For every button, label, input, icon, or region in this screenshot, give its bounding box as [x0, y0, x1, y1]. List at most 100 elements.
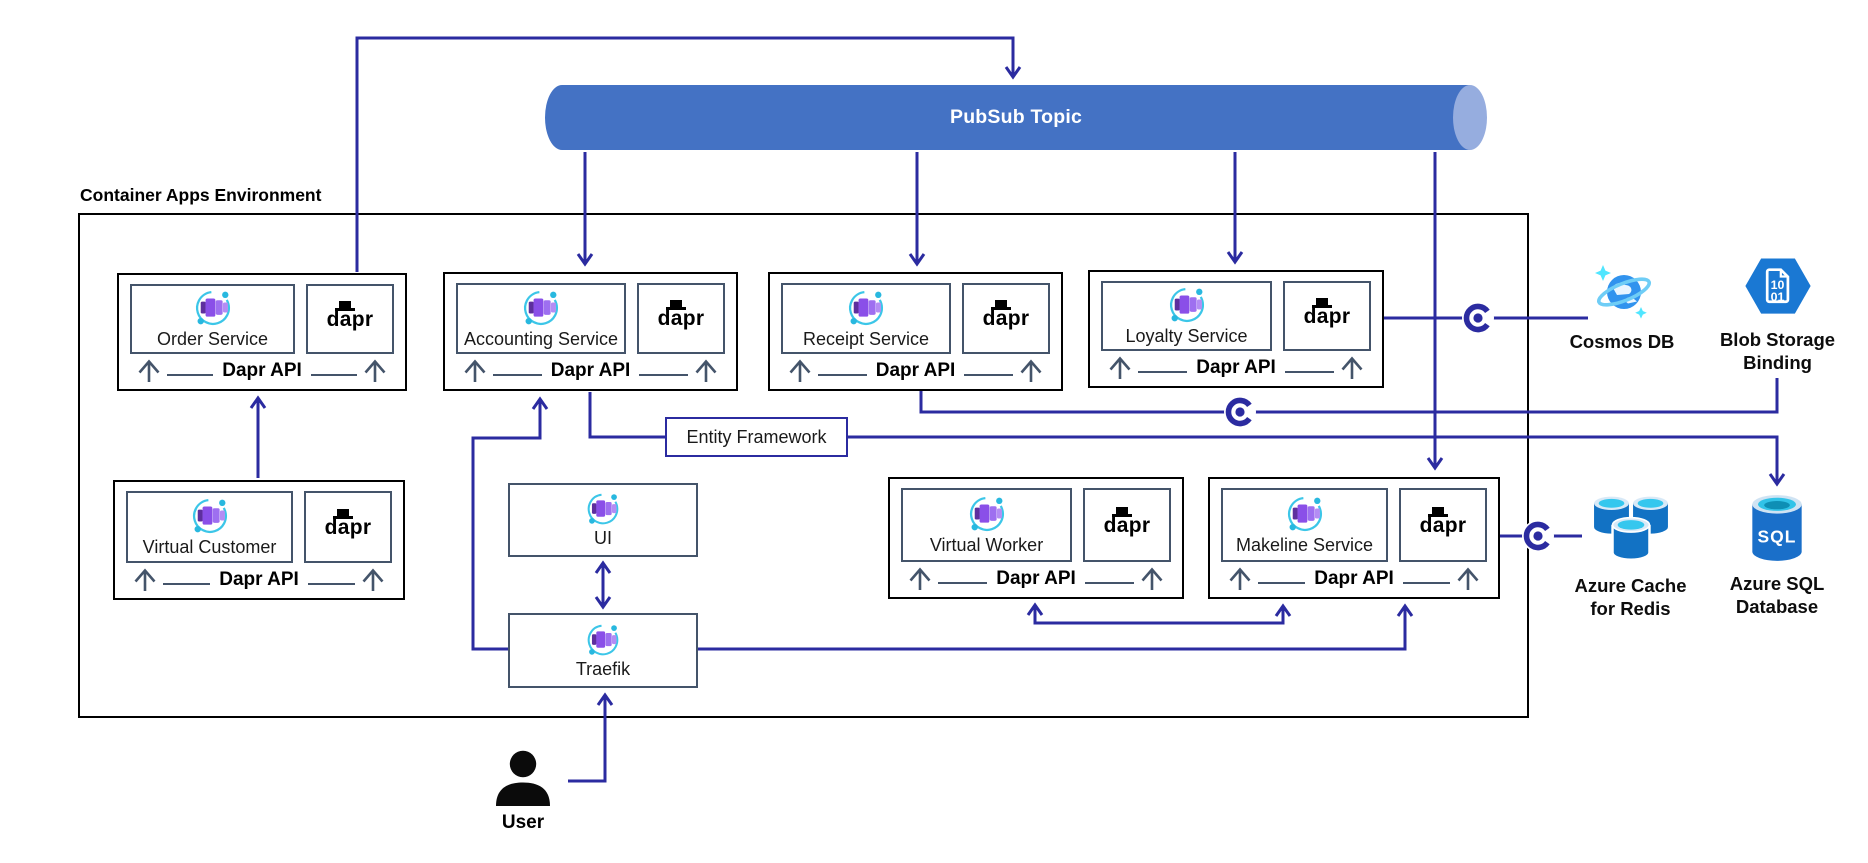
service-box-traefik: Traefik [508, 613, 698, 688]
service-box-order-service: Order Service dapr Dapr API [117, 273, 407, 391]
entity-framework-label: Entity Framework [686, 426, 827, 447]
container-box: Accounting Service [456, 283, 626, 354]
blob-storage-binding: 10 01 Blob Storage Binding [1705, 250, 1850, 374]
container-apps-icon [967, 494, 1007, 534]
container-box: Makeline Service [1221, 488, 1388, 562]
pubsub-topic-cylinder: PubSub Topic [545, 85, 1487, 150]
dapr-logo: dapr [1104, 506, 1151, 536]
up-arrow-icon [132, 567, 158, 592]
wire-accounting-ef-to-sql [588, 392, 1786, 487]
service-box-ui: UI [508, 483, 698, 557]
dapr-logo: dapr [327, 300, 374, 330]
wire-virtualworker-makeline [1026, 602, 1292, 625]
dapr-api-label: Dapr API [550, 360, 631, 381]
dapr-hat-icon [1111, 506, 1132, 517]
service-name: Traefik [575, 658, 631, 679]
cosmos-db-label: Cosmos DB [1569, 331, 1675, 352]
dapr-api-row: Dapr API [130, 354, 394, 386]
dapr-hat-icon [1311, 297, 1332, 308]
dapr-hat-icon [665, 300, 686, 310]
service-box-virtual-customer: Virtual Customer dapr Dapr API [113, 480, 405, 600]
service-name: Order Service [156, 329, 269, 349]
dapr-sidecar-box: dapr [1283, 281, 1371, 351]
dapr-sidecar-box: dapr [306, 284, 394, 354]
service-name: Receipt Service [802, 328, 930, 349]
up-arrow-icon [787, 358, 813, 383]
service-name: Makeline Service [1235, 535, 1374, 555]
up-arrow-icon [362, 358, 388, 383]
dapr-hat-icon [1427, 506, 1448, 517]
service-name: Loyalty Service [1125, 326, 1248, 346]
container-box: Virtual Customer [126, 491, 293, 563]
container-apps-icon [846, 288, 886, 328]
container-box: Order Service [130, 284, 295, 354]
dapr-api-label: Dapr API [996, 568, 1076, 589]
dapr-logo: dapr [325, 508, 372, 538]
up-arrow-icon [360, 567, 386, 592]
svg-text:10: 10 [1770, 278, 1784, 292]
dapr-api-label: Dapr API [1196, 357, 1276, 378]
container-box: Receipt Service [781, 283, 951, 354]
service-box-accounting-service: Accounting Service dapr Dapr API [443, 272, 738, 391]
dapr-sidecar-box: dapr [304, 491, 392, 563]
dapr-component-icon [1462, 302, 1494, 334]
service-box-virtual-worker: Virtual Worker dapr Dapr API [888, 477, 1184, 599]
up-arrow-icon [462, 358, 488, 383]
dapr-logo: dapr [1420, 506, 1467, 536]
container-apps-environment-boundary [78, 213, 1529, 718]
svg-text:01: 01 [1770, 290, 1784, 304]
redis-cache-icon [1593, 496, 1668, 561]
container-apps-icon [1285, 494, 1325, 534]
dapr-api-row: Dapr API [901, 562, 1171, 594]
dapr-api-row: Dapr API [456, 354, 725, 386]
container-apps-icon [190, 496, 230, 536]
container-box: Loyalty Service [1101, 281, 1272, 351]
service-name: Virtual Worker [929, 535, 1044, 555]
dapr-api-label: Dapr API [875, 360, 956, 381]
pubsub-topic-label: PubSub Topic [949, 106, 1083, 128]
wire-traefik-to-accounting [471, 396, 549, 651]
dapr-logo: dapr [1304, 297, 1351, 327]
container-apps-icon [521, 288, 561, 328]
container-apps-icon [585, 622, 621, 658]
wire-order-to-pubsub [355, 36, 1022, 272]
service-name: Virtual Customer [142, 537, 277, 557]
service-box-makeline-service: Makeline Service dapr Dapr API [1208, 477, 1500, 599]
wire-user-to-traefik [568, 692, 614, 783]
up-arrow-icon [136, 358, 162, 383]
dapr-hat-icon [990, 300, 1011, 310]
cosmos-db-icon [1595, 265, 1652, 319]
cosmos-db: Cosmos DB [1552, 262, 1692, 353]
dapr-sidecar-box: dapr [962, 283, 1050, 354]
wire-receipt-to-blobstorage [919, 378, 1779, 414]
up-arrow-icon [907, 566, 933, 591]
blob-storage-label: Blob Storage Binding [1719, 329, 1836, 373]
dapr-sidecar-box: dapr [637, 283, 725, 354]
environment-label: Container Apps Environment [80, 185, 322, 205]
user: User [486, 750, 560, 834]
entity-framework-box: Entity Framework [665, 417, 848, 457]
container-apps-icon [193, 288, 233, 328]
wire-traefik-to-makeline [698, 603, 1414, 651]
dapr-api-label: Dapr API [222, 360, 302, 381]
up-arrow-icon [1107, 355, 1133, 380]
dapr-hat-icon [332, 508, 353, 519]
dapr-logo: dapr [658, 300, 705, 329]
up-arrow-icon [1227, 566, 1253, 591]
up-arrow-icon [1339, 355, 1365, 380]
azure-sql-database: SQL Azure SQL Database [1712, 492, 1842, 618]
container-apps-icon [1167, 285, 1207, 325]
sql-database-icon: SQL [1752, 495, 1802, 561]
blob-storage-icon: 10 01 [1744, 258, 1811, 314]
redis-label: Azure Cache for Redis [1574, 575, 1687, 619]
user-icon [496, 750, 550, 806]
cylinder-shape [545, 85, 1487, 150]
dapr-component-icon [1522, 520, 1554, 552]
container-box: Virtual Worker [901, 488, 1072, 562]
dapr-api-row: Dapr API [1221, 562, 1487, 594]
up-arrow-icon [1018, 358, 1044, 383]
service-box-loyalty-service: Loyalty Service dapr Dapr API [1088, 270, 1384, 388]
service-name: Accounting Service [463, 328, 619, 349]
